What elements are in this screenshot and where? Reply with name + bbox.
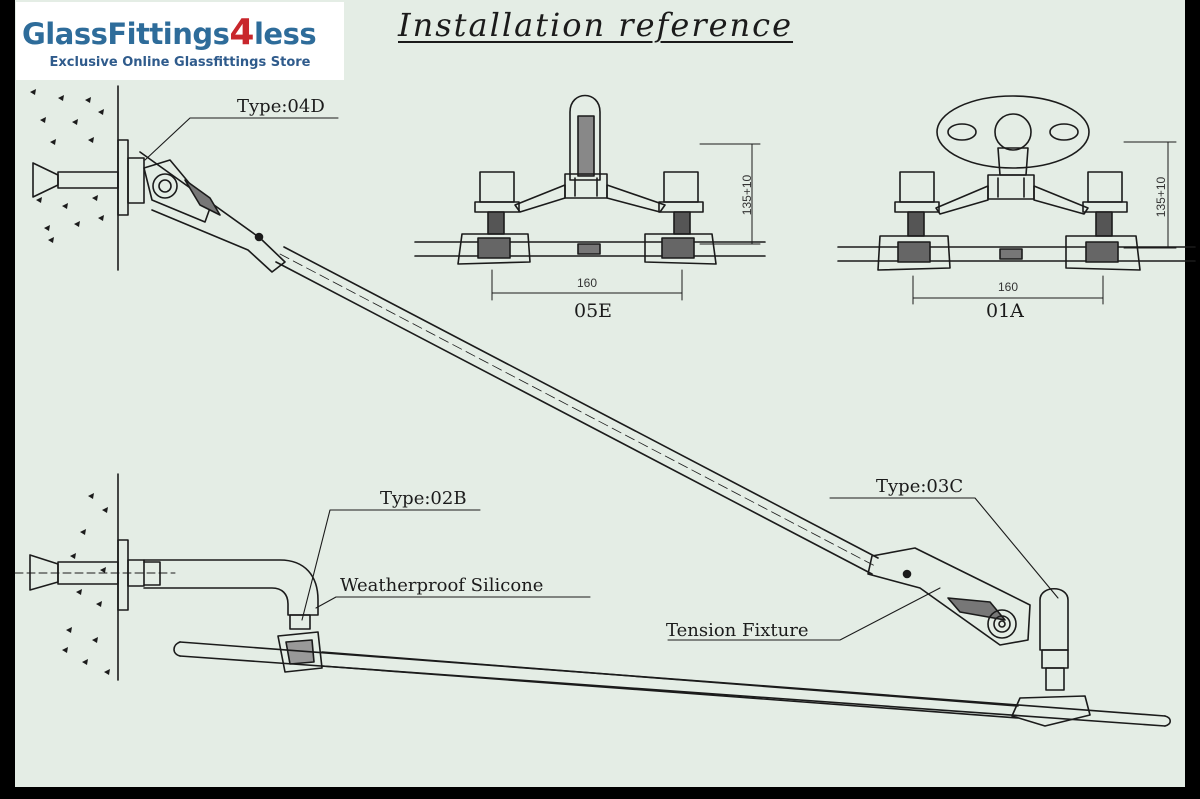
glass-panel — [173, 641, 1172, 727]
detail-05e-drawing — [414, 94, 766, 301]
label-type-02b: Type:02B — [380, 488, 467, 509]
detail-05e-code: 05E — [574, 300, 613, 322]
label-type-04d: Type:04D — [237, 96, 325, 117]
brand-logo: GlassFittings4less Exclusive Online Glas… — [16, 2, 344, 80]
detail-05e-height: 135+10 — [740, 174, 754, 216]
spider-04d — [32, 139, 286, 273]
detail-01a-drawing — [837, 95, 1196, 305]
detail-01a-width: 160 — [998, 280, 1019, 294]
tie-rod — [275, 246, 879, 575]
logo-wordmark: GlassFittings4less — [22, 12, 317, 53]
label-type-03c: Type:03C — [876, 476, 964, 497]
spider-02b — [14, 539, 323, 673]
label-weatherproof-silicone: Weatherproof Silicone — [340, 575, 544, 596]
spider-03c — [867, 547, 1091, 727]
label-tension-fixture: Tension Fixture — [666, 620, 809, 641]
lower-wall — [62, 473, 119, 681]
logo-tagline: Exclusive Online Glassfittings Store — [49, 55, 311, 70]
page-title: Installation reference — [398, 6, 794, 44]
upper-wall — [30, 85, 119, 271]
detail-01a-code: 01A — [986, 300, 1024, 322]
leader-lines — [144, 117, 1059, 641]
detail-05e-width: 160 — [577, 276, 598, 290]
detail-01a-height: 135+10 — [1154, 176, 1168, 218]
